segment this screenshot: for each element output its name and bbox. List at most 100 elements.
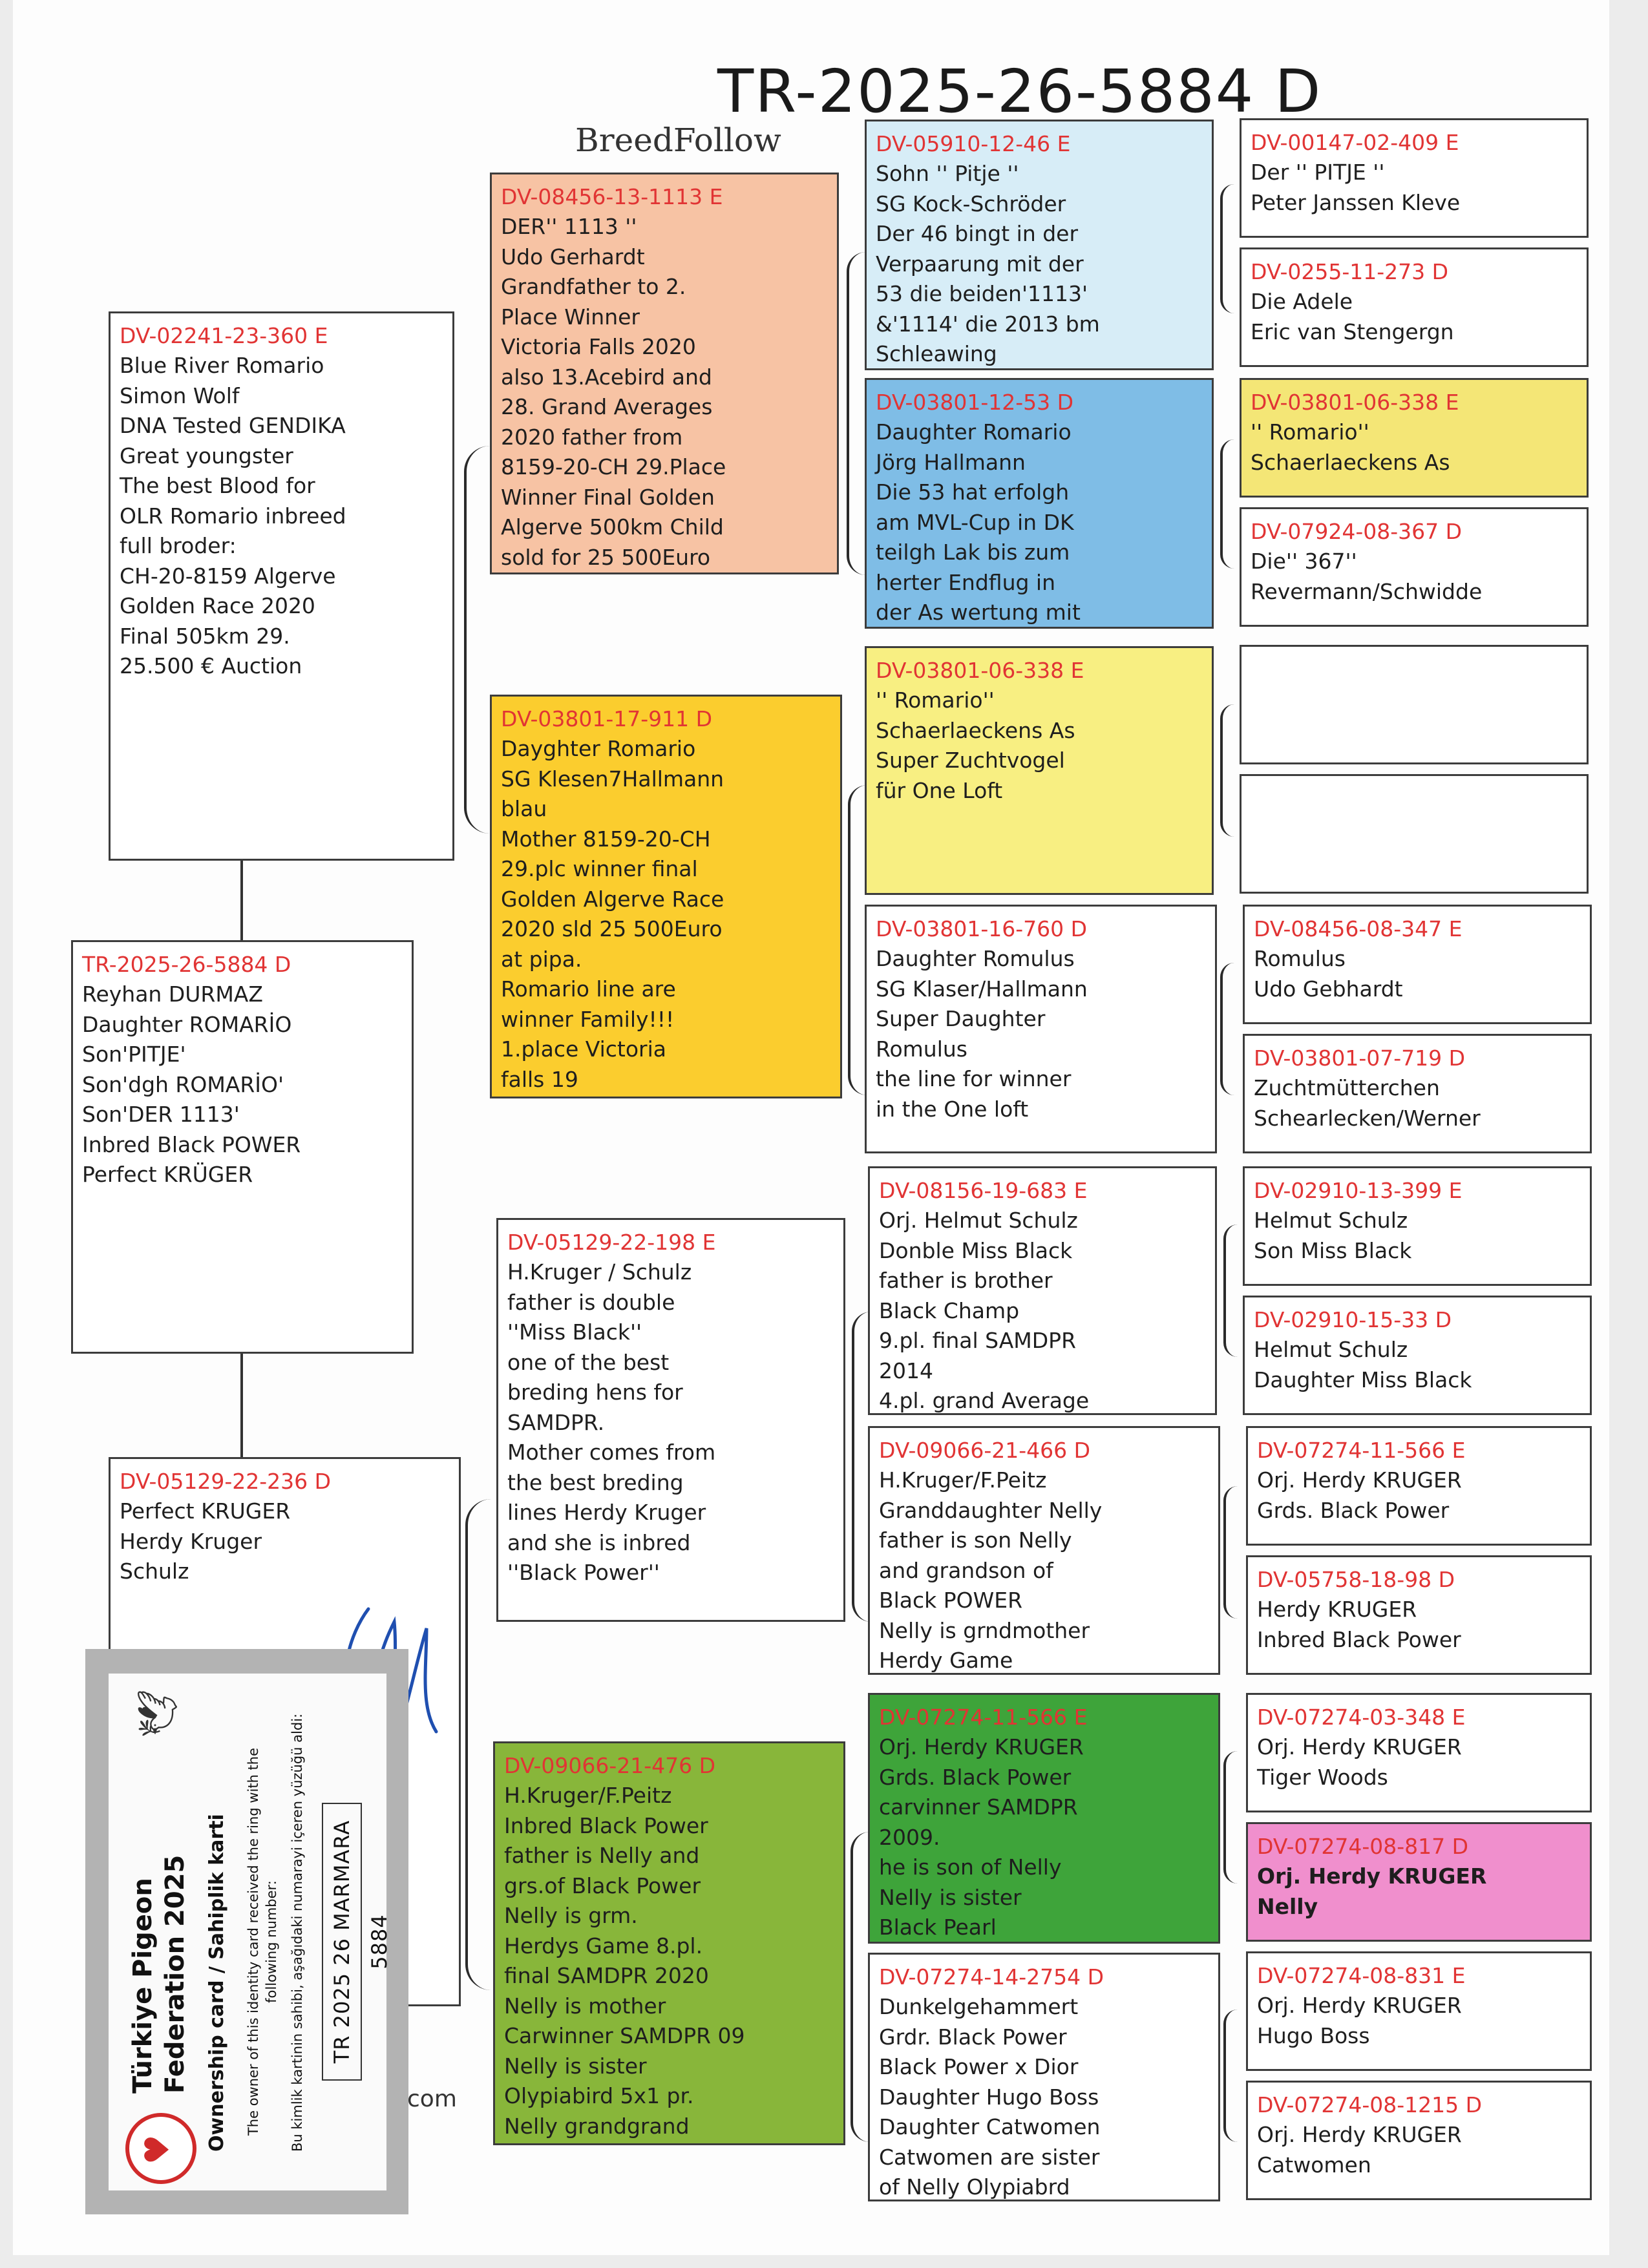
gen3-ring: DV-07274-14-2754 D [879, 1964, 1104, 1990]
gen3-card: DV-03801-12-53 D Daughter Romario Jörg H… [865, 378, 1214, 629]
sire-line: Simon Wolf [120, 383, 240, 408]
gen2-line: Mother 8159-20-CH [501, 826, 711, 852]
gen3-line: Die 53 hat erfolgh [876, 479, 1070, 505]
gen4-line: Orj. Herdy KRUGER [1257, 1864, 1487, 1889]
gen2-line: 29.plc winner final [501, 856, 698, 881]
gen3-line: 53 die beiden'1113' [876, 281, 1088, 306]
gen3-line: 2014 [879, 1358, 933, 1383]
gen4-line: Udo Gebhardt [1254, 976, 1403, 1002]
sire-ring: DV-02241-23-360 E [120, 323, 328, 348]
gen4-ring: DV-07274-08-831 E [1257, 1963, 1466, 1988]
gen2-line: one of the best [507, 1349, 670, 1375]
gen2-line: at pipa. [501, 946, 582, 972]
gen4-card-empty [1240, 645, 1589, 764]
subject-card: TR-2025-26-5884 D Reyhan DURMAZ Daughter… [71, 940, 414, 1354]
gen3-line: am MVL-Cup in DK [876, 509, 1074, 535]
gen4-line: Die Adele [1251, 289, 1353, 314]
gen2-line: H.Kruger / Schulz [507, 1259, 692, 1285]
brace-gen3 [1223, 1751, 1238, 1884]
gen3-line: Daughter Hugo Boss [879, 2084, 1099, 2110]
gen4-ring: DV-00147-02-409 E [1251, 130, 1459, 155]
gen2-line: 2020 sld 25 500Euro [501, 916, 723, 941]
gen3-line: Orj. Helmut Schulz [879, 1208, 1078, 1233]
gen4-line: Orj. Herdy KRUGER [1257, 1993, 1462, 2018]
brace-sire [464, 446, 490, 834]
gen3-line: Super Zuchtvogel [876, 748, 1065, 773]
gen2-line: 28. Grand Averages [501, 394, 713, 419]
card-title-line: Türkiye Pigeon [128, 1878, 158, 2094]
sire-line: full broder: [120, 533, 237, 558]
brace-gen3 [1223, 1486, 1238, 1619]
gen2-line: and she is inbred [507, 1529, 691, 1555]
gen4-ring: DV-07924-08-367 D [1251, 519, 1463, 544]
gen2-line: Nelly is grm. [504, 1903, 638, 1928]
gen3-line: he is son of Nelly [879, 1854, 1062, 1880]
gen3-line: of Nelly Olypiabrd [879, 2174, 1070, 2200]
gen4-line: Helmut Schulz [1254, 1337, 1408, 1362]
gen3-line: &'1114' die 2013 bm [876, 311, 1100, 337]
gen3-line: Black Champ [879, 1297, 1020, 1323]
gen3-line: Black POWER [879, 1588, 1023, 1613]
gen3-line: in the One loft [876, 1096, 1029, 1122]
gen3-card: DV-03801-06-338 E '' Romario'' Schaerlae… [865, 646, 1214, 895]
brace-dam [465, 1499, 491, 1990]
gen4-card: DV-07274-08-817 D Orj. Herdy KRUGER Nell… [1246, 1822, 1592, 1942]
gen4-line: Der '' PITJE '' [1251, 160, 1385, 185]
gen4-line: Grds. Black Power [1257, 1497, 1450, 1523]
gen2-line: blau [501, 796, 547, 821]
gen4-ring: DV-03801-06-338 E [1251, 390, 1459, 415]
gen3-line: Daughter Romario [876, 419, 1072, 445]
gen3-line: Herdy Game [879, 1648, 1013, 1673]
gen2-line: Inbred Black Power [504, 1812, 708, 1838]
gen3-line: 9.pl. final SAMDPR [879, 1328, 1077, 1353]
gen4-line: Schaerlaeckens As [1251, 449, 1450, 475]
sire-card: DV-02241-23-360 E Blue River Romario Sim… [109, 311, 454, 861]
card-subtitle: Ownership card / Sahiplik karti [206, 1814, 228, 2152]
gen3-line: Daughter Catwomen [879, 2114, 1101, 2139]
gen4-line: Son Miss Black [1254, 1237, 1412, 1263]
gen4-line: Die'' 367'' [1251, 549, 1357, 574]
gen3-line: 2009. [879, 1824, 940, 1850]
gen4-line: Schearlecken/Werner [1254, 1105, 1481, 1131]
gen3-ring: DV-05910-12-46 E [876, 131, 1071, 156]
gen3-line: Schleawing [876, 341, 997, 366]
gen4-line: Helmut Schulz [1254, 1208, 1408, 1233]
ownership-card: 🕊 Türkiye Pigeon Federation 2025 Ownersh… [85, 1649, 408, 2214]
gen4-ring: DV-0255-11-273 D [1251, 259, 1449, 284]
dam-line: Herdy Kruger [120, 1528, 262, 1554]
subject-line: Son'dgh ROMARİO' [82, 1071, 284, 1097]
gen4-card: DV-02910-15-33 D Helmut Schulz Daughter … [1243, 1296, 1592, 1415]
gen3-card: DV-05910-12-46 E Sohn '' Pitje '' SG Koc… [865, 120, 1214, 370]
gen2-line: Mother comes from [507, 1440, 716, 1465]
subject-line: Son'DER 1113' [82, 1102, 240, 1127]
card-text-tr: Bu kimlik kartinin sahibi, aşağıdaki num… [290, 1713, 305, 2152]
gen2-line: ''Black Power'' [507, 1560, 660, 1585]
gen2-line: SAMDPR. [507, 1409, 605, 1435]
gen2-ring: DV-08456-13-1113 E [501, 184, 723, 209]
gen3-line: Verpaarung mit der [876, 251, 1084, 277]
gen2-line: SG Klesen7Hallmann [501, 766, 724, 792]
gen4-ring: DV-05758-18-98 D [1257, 1567, 1455, 1592]
gen3-line: Daughter Romulus [876, 946, 1075, 971]
subject-line: Inbred Black POWER [82, 1131, 301, 1157]
gen2-line: Golden Algerve Race [501, 886, 724, 912]
gen3-line: carvinner SAMDPR [879, 1794, 1078, 1820]
gen4-line: Hugo Boss [1257, 2022, 1370, 2048]
gen2-line: Dayghter Romario [501, 736, 696, 761]
gen4-line: Daughter Miss Black [1254, 1367, 1472, 1392]
connector-subject-dam [240, 1354, 243, 1457]
gen4-ring: DV-07274-08-817 D [1257, 1834, 1469, 1859]
gen4-card: DV-07274-03-348 E Orj. Herdy KRUGER Tige… [1246, 1693, 1592, 1812]
gen2-line: breding hens for [507, 1380, 683, 1405]
gen2-line: 2020 father from [501, 424, 683, 450]
gen3-ring: DV-03801-16-760 D [876, 916, 1088, 941]
gen3-line: Granddaughter Nelly [879, 1497, 1103, 1523]
subject-line: Daughter ROMARİO [82, 1011, 292, 1037]
gen4-line: Revermann/Schwidde [1251, 578, 1483, 604]
gen2-line: DER'' 1113 '' [501, 214, 637, 239]
gen3-ring: DV-08156-19-683 E [879, 1178, 1088, 1203]
subject-line: Reyhan DURMAZ [82, 982, 263, 1007]
website-fragment: com [407, 2086, 457, 2112]
gen3-ring: DV-07274-11-566 E [879, 1705, 1088, 1730]
gen3-line: herter Endflug in [876, 569, 1056, 595]
